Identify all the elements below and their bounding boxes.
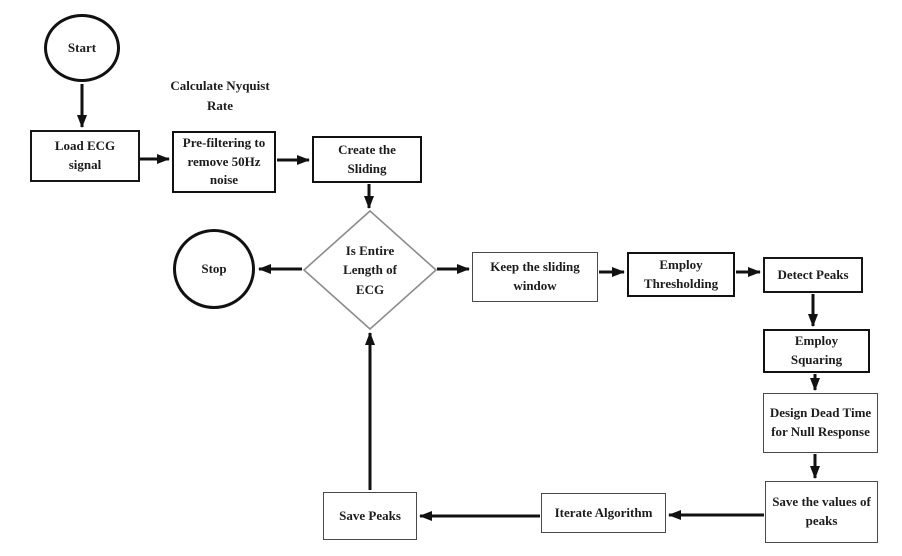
node-start: Start xyxy=(44,14,120,82)
node-save-peaks: Save Peaks xyxy=(323,492,417,540)
node-keep-the-sliding-window: Keep the sliding window xyxy=(472,252,598,302)
node-save-peaks-label: Save Peaks xyxy=(339,507,401,523)
node-employ-squaring-label: Employ Squaring xyxy=(790,333,843,367)
node-iterate-algorithm-label: Iterate Algorithm xyxy=(554,504,653,520)
node-employ-squaring: Employ Squaring xyxy=(763,329,870,373)
node-create-the-sliding-label: Create the Sliding xyxy=(338,141,396,176)
node-design-dead-time: Design Dead Time for Null Response xyxy=(763,393,878,453)
node-decision-label: Is Entire Length of ECG xyxy=(343,242,397,297)
node-save-the-values-of-peaks-label: Save the values of peaks xyxy=(772,494,871,528)
node-employ-thresholding: Employ Thresholding xyxy=(627,252,735,297)
node-pre-filtering-label: Pre-filtering to remove 50Hz noise xyxy=(182,134,266,188)
node-detect-peaks: Detect Peaks xyxy=(763,257,863,293)
node-create-the-sliding: Create the Sliding xyxy=(312,136,422,183)
node-decision-is-entire-length: Is Entire Length of ECG xyxy=(322,225,418,315)
node-load-ecg-signal: Load ECG signal xyxy=(30,130,140,182)
node-stop: Stop xyxy=(173,229,255,309)
node-employ-thresholding-label: Employ Thresholding xyxy=(643,256,719,291)
node-pre-filtering: Pre-filtering to remove 50Hz noise xyxy=(172,131,276,193)
node-stop-label: Stop xyxy=(201,260,227,276)
node-iterate-algorithm: Iterate Algorithm xyxy=(541,493,666,533)
note-calculate-nyquist-rate: Calculate Nyquist Rate xyxy=(160,76,280,116)
decision-diamond-shape xyxy=(302,209,438,331)
node-design-dead-time-label: Design Dead Time for Null Response xyxy=(769,405,872,439)
node-save-the-values-of-peaks: Save the values of peaks xyxy=(765,481,878,543)
note-calculate-nyquist-rate-label: Calculate Nyquist Rate xyxy=(170,78,270,114)
node-load-ecg-signal-label: Load ECG signal xyxy=(54,138,116,172)
node-detect-peaks-label: Detect Peaks xyxy=(777,266,849,282)
node-start-label: Start xyxy=(67,39,97,55)
node-keep-the-sliding-window-label: Keep the sliding window xyxy=(490,259,580,293)
